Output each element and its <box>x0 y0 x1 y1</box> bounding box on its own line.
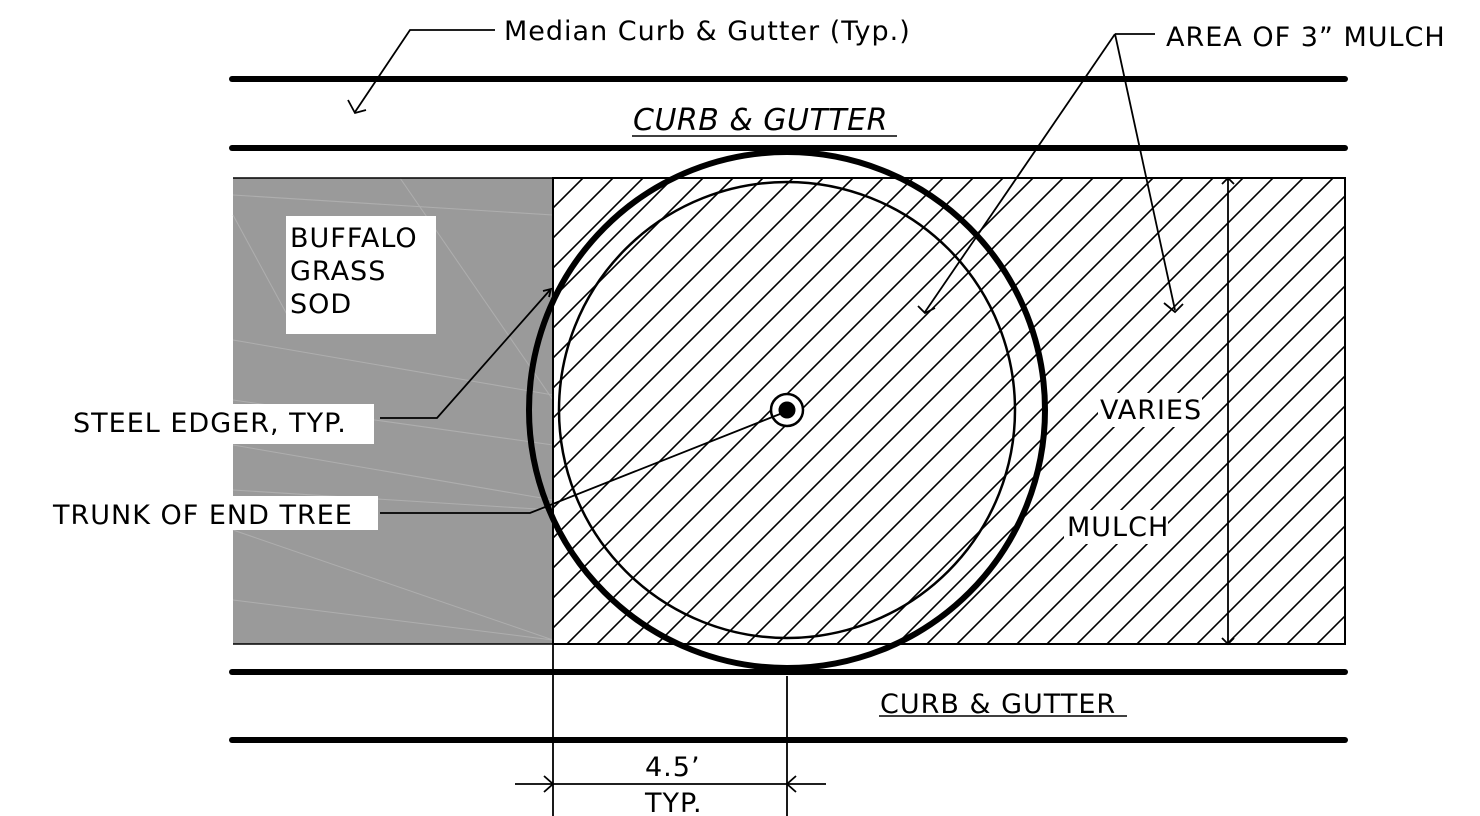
curb-gutter-top-label: CURB & GUTTER <box>633 103 888 138</box>
offset-dimension <box>515 644 826 816</box>
median-curb-label: Median Curb & Gutter (Typ.) <box>504 16 911 47</box>
mulch-hatch-line <box>553 178 944 570</box>
tree-mulch-ring-inner <box>557 180 1017 640</box>
sod-label-line-3: SOD <box>290 289 352 320</box>
mulch-hatch-line <box>746 178 1214 644</box>
mulch-hatch-line <box>836 178 1304 644</box>
mulch-hatch-line <box>776 178 1244 644</box>
tree-canopy-circle-outer <box>526 149 1048 671</box>
mulch-hatch-line <box>656 178 1124 644</box>
mulch-hatch-line <box>716 178 1184 644</box>
mulch-hatch-line <box>553 178 974 600</box>
mulch-hatch-line <box>553 178 644 270</box>
mulch-hatch-line <box>553 178 854 480</box>
mulch-hatch-line <box>986 284 1345 644</box>
trunk-label: TRUNK OF END TREE <box>52 500 353 531</box>
mulch-area-leaders <box>917 33 1184 315</box>
dimension-typ: TYP. <box>644 788 703 816</box>
mulch-area-label: AREA OF 3” MULCH <box>1166 22 1446 53</box>
mulch-hatch-line <box>1046 344 1345 644</box>
mulch-hatch-line <box>626 178 1094 644</box>
varies-label: VARIES <box>1100 395 1202 426</box>
mulch-hatch-line <box>553 178 914 540</box>
trunk-leader <box>380 413 781 514</box>
trunk-label-bg <box>48 496 378 530</box>
mulch-hatch-line <box>553 178 704 330</box>
mulch-hatch-line <box>1016 314 1345 644</box>
sod-label-line-2: GRASS <box>290 256 386 287</box>
trunk-center <box>778 401 796 419</box>
mulch-hatch-line <box>553 178 674 300</box>
mulch-hatch-line <box>1286 584 1345 644</box>
sod-label-line-1: BUFFALO <box>290 223 418 254</box>
mulch-hatch-line <box>553 178 764 390</box>
mulch-hatch-line <box>1196 494 1345 644</box>
steel-edger-label-bg <box>68 404 374 444</box>
mulch-hatch-line <box>1347 178 1480 644</box>
varies-label-bg <box>1098 393 1202 427</box>
steel-edger-leader <box>380 287 553 419</box>
mulch-hatch-line <box>553 178 824 450</box>
mulch-hatch-line <box>1316 614 1345 644</box>
mulch-label-bg <box>1064 510 1168 544</box>
end-tree <box>526 149 1048 671</box>
mulch-label: MULCH <box>1067 512 1169 543</box>
varies-dimension <box>1221 176 1235 646</box>
mulch-hatch-line <box>1256 554 1345 644</box>
mulch-hatch-line <box>1166 464 1345 644</box>
mulch-hatch-line <box>553 178 734 360</box>
curb-lines <box>229 76 1348 743</box>
mulch-hatch-line <box>686 178 1154 644</box>
mulch-hatch-line <box>806 178 1274 644</box>
curb-gutter-bottom-label: CURB & GUTTER <box>880 689 1116 720</box>
steel-edger-label: STEEL EDGER, TYP. <box>73 408 347 439</box>
mulch-hatch-line <box>553 178 884 510</box>
mulch-hatch-line <box>1076 374 1345 644</box>
mulch-area <box>233 177 1480 645</box>
mulch-hatch-line <box>1106 404 1345 644</box>
median-curb-leader <box>347 29 495 115</box>
sod-label-box <box>286 216 436 334</box>
mulch-hatch-line <box>596 178 1064 644</box>
dimension-value: 4.5’ <box>645 752 701 783</box>
mulch-hatch-line <box>1226 524 1345 644</box>
mulch-hatch-line <box>1136 434 1345 644</box>
